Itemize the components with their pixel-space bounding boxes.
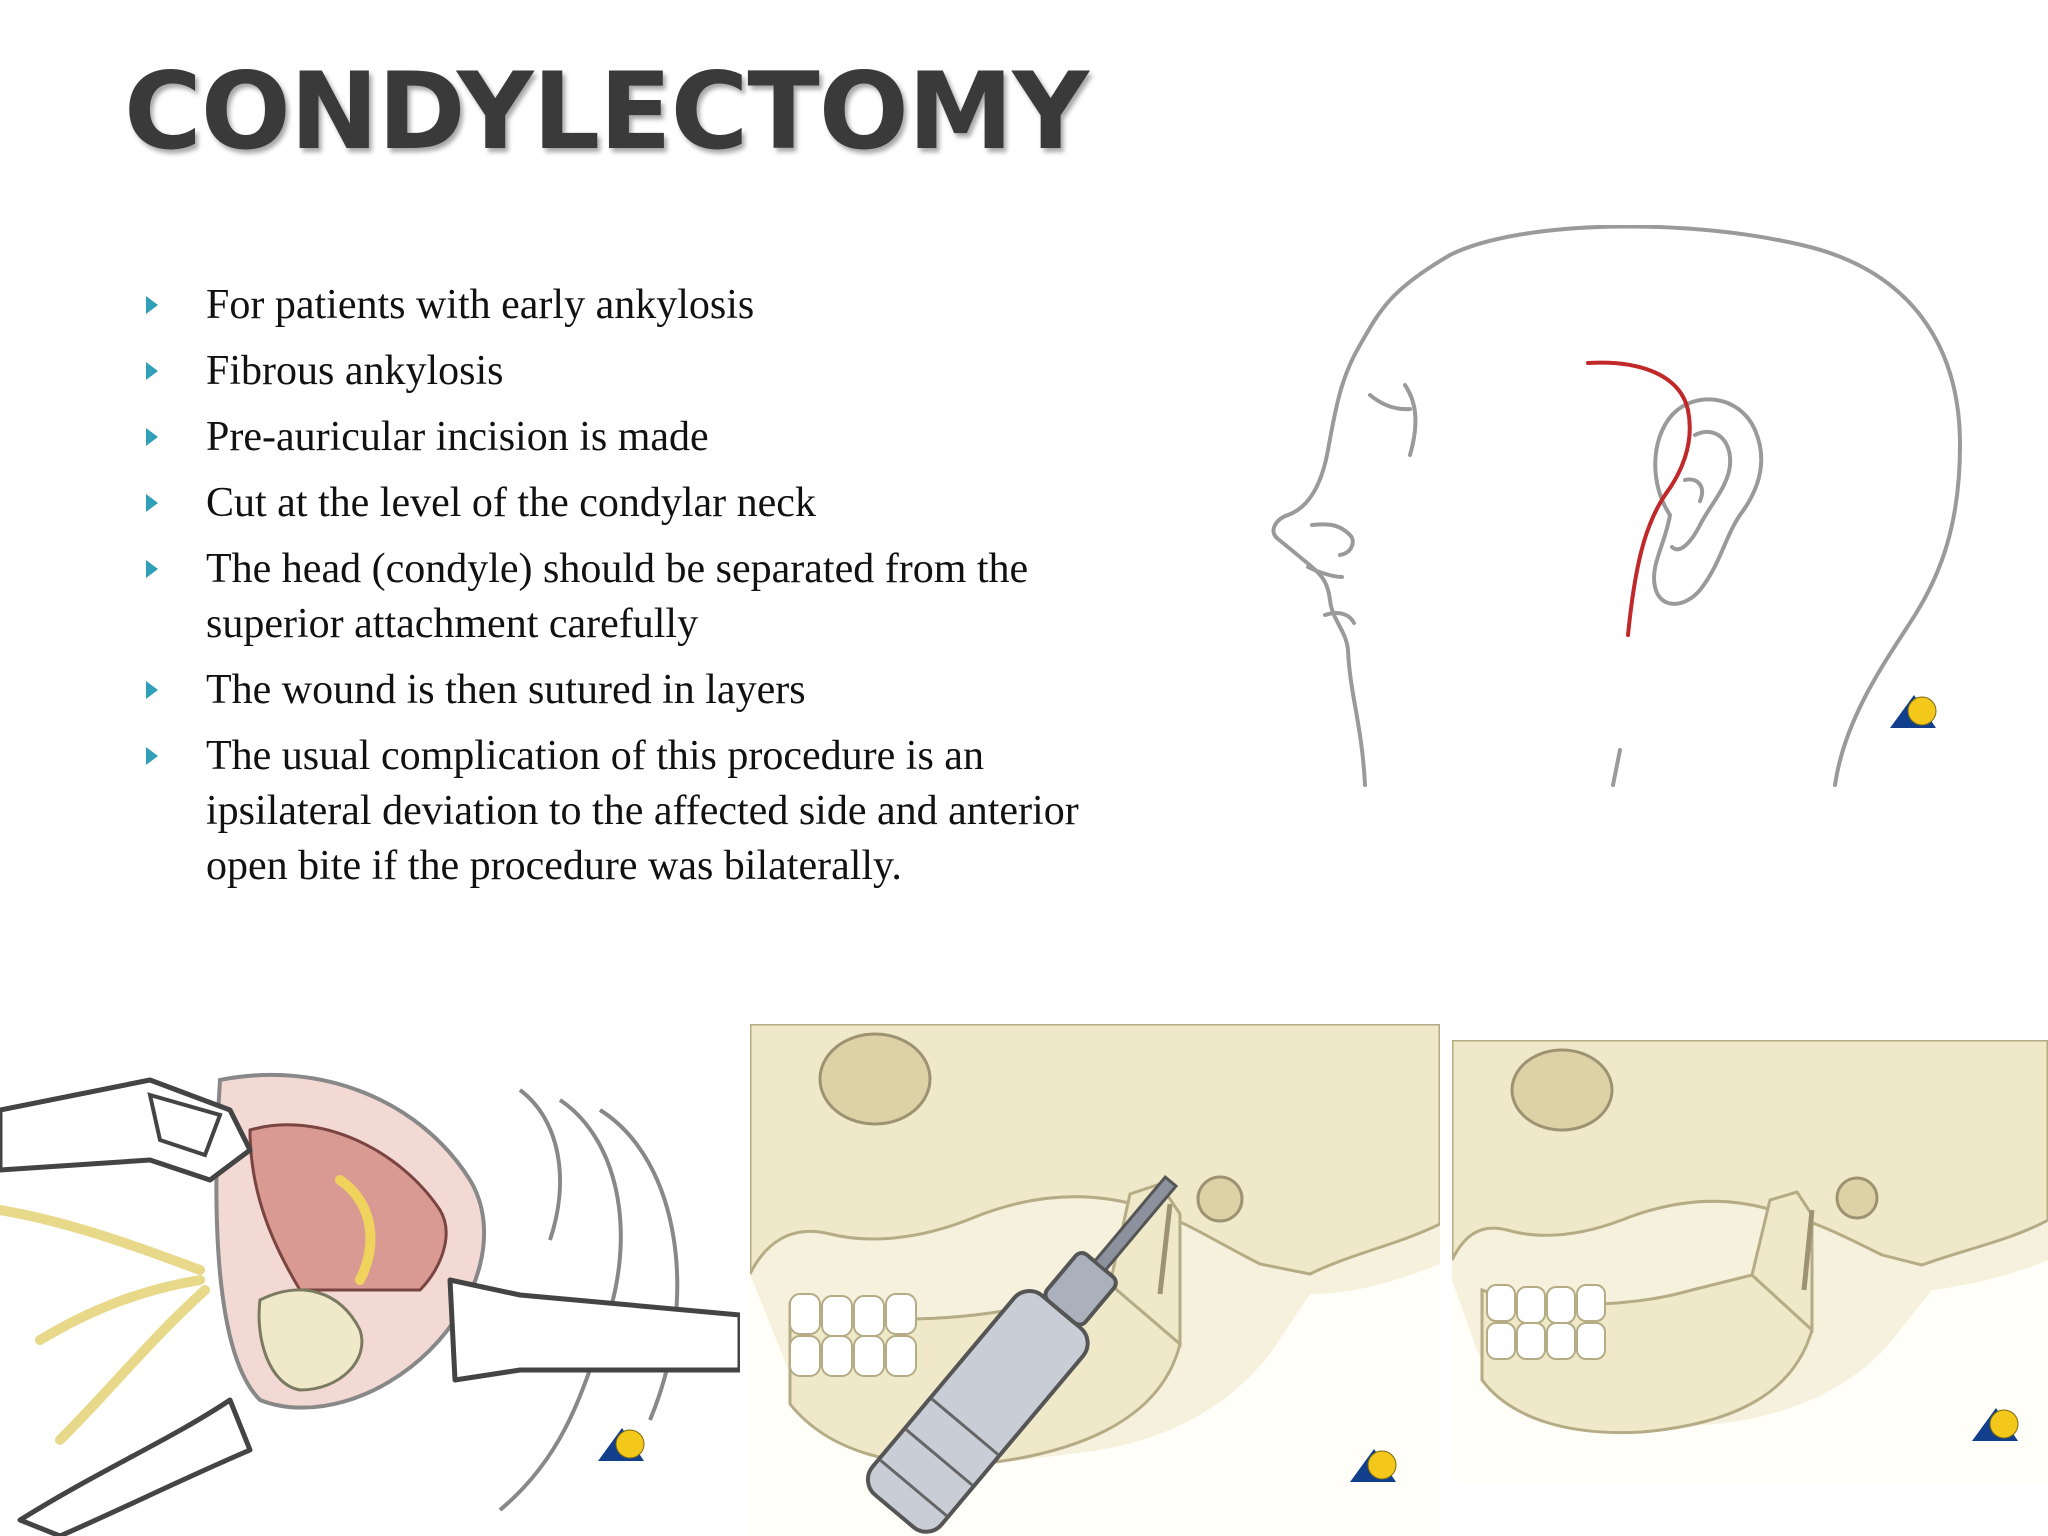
- skull-post-condylectomy-illustration: [1452, 1040, 2048, 1482]
- arrow-right-bullet-icon: [146, 362, 158, 380]
- head-profile-illustration: [1271, 225, 1962, 787]
- bullet-item: Pre-auricular incision is made: [146, 410, 1086, 465]
- bullet-item: The head (condyle) should be separated f…: [146, 542, 1086, 652]
- bullet-item: The wound is then sutured in layers: [146, 663, 1086, 718]
- bullet-item: The usual complication of this procedure…: [146, 729, 1086, 894]
- bullet-text: Pre-auricular incision is made: [206, 414, 709, 460]
- bullet-text: The usual complication of this procedure…: [206, 733, 1079, 889]
- arrow-right-bullet-icon: [146, 681, 158, 699]
- surgical-exposure-illustration: [0, 1040, 740, 1536]
- ao-logo-icon: [598, 1428, 645, 1461]
- slide-title: CONDYLECTOMY: [124, 50, 1089, 173]
- arrow-right-bullet-icon: [146, 296, 158, 314]
- bullet-text: Cut at the level of the condylar neck: [206, 480, 816, 526]
- bullet-text: The head (condyle) should be separated f…: [206, 546, 1029, 647]
- ao-logo-icon: [1350, 1449, 1397, 1482]
- skull-condylar-cut-illustration: [750, 1024, 1440, 1536]
- ao-logo-icon: [1890, 695, 1937, 728]
- arrow-right-bullet-icon: [146, 747, 158, 765]
- bullet-text: Fibrous ankylosis: [206, 348, 504, 394]
- bullet-list: For patients with early ankylosis Fibrou…: [146, 278, 1086, 905]
- ao-logo-icon: [1972, 1408, 2019, 1441]
- bullet-text: For patients with early ankylosis: [206, 282, 755, 328]
- arrow-right-bullet-icon: [146, 560, 158, 578]
- arrow-right-bullet-icon: [146, 428, 158, 446]
- bullet-item: Cut at the level of the condylar neck: [146, 476, 1086, 531]
- bullet-item: For patients with early ankylosis: [146, 278, 1086, 333]
- arrow-right-bullet-icon: [146, 494, 158, 512]
- bullet-text: The wound is then sutured in layers: [206, 667, 806, 713]
- bullet-item: Fibrous ankylosis: [146, 344, 1086, 399]
